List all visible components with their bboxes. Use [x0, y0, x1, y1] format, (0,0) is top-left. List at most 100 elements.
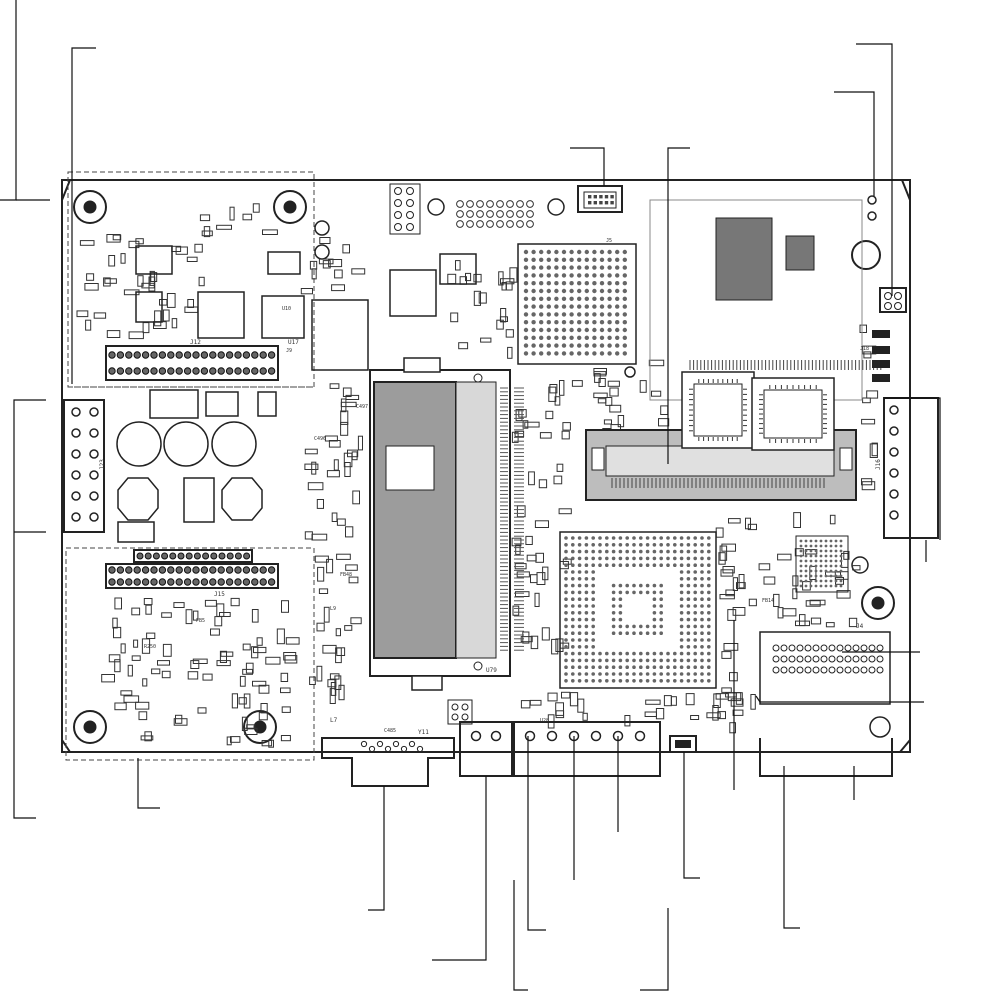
- smd-part: [607, 380, 620, 387]
- bga-ball: [571, 651, 575, 656]
- bga-ball: [700, 617, 704, 622]
- bga-ball: [814, 544, 818, 548]
- smd-part: [738, 574, 745, 589]
- bga-ball: [707, 624, 711, 629]
- smd-part: [732, 577, 738, 592]
- bga-ball: [707, 536, 711, 540]
- leader-br-connector-a: [783, 766, 800, 929]
- bga-ball: [666, 658, 670, 663]
- smd-part: [137, 275, 144, 287]
- smd-part: [135, 701, 150, 710]
- bga-ball: [561, 249, 567, 255]
- bga-ball: [799, 549, 803, 553]
- header-pin: [210, 552, 218, 560]
- bga-ball: [554, 249, 559, 255]
- connector-pin: [860, 644, 868, 652]
- bga-ball: [546, 288, 551, 294]
- db-pin: [376, 740, 384, 748]
- bga-ball: [577, 577, 582, 581]
- bga-ball: [645, 563, 650, 567]
- smd-part: [142, 322, 150, 334]
- bga-ball: [577, 265, 582, 270]
- label-j12: J12: [190, 339, 201, 346]
- smd-part: [522, 631, 530, 644]
- bga-ball: [569, 304, 574, 309]
- left-terminal-block: J23: [63, 399, 106, 533]
- smd-part: [244, 727, 258, 736]
- bga-ball: [592, 327, 597, 333]
- bga-ball: [564, 645, 568, 649]
- smd-part: [335, 628, 342, 637]
- db-pin: [360, 740, 368, 748]
- bga-ball: [622, 288, 627, 294]
- header-pin: [217, 367, 225, 375]
- bga-ball: [693, 665, 697, 669]
- smd-part: [344, 625, 353, 631]
- mounting-hole: [243, 710, 277, 744]
- bga-ball: [693, 658, 697, 663]
- bga-ball: [591, 617, 595, 622]
- bga-ball: [584, 543, 589, 547]
- bga-ball: [611, 597, 616, 601]
- smd-part: [825, 571, 841, 577]
- bga-ball: [571, 679, 575, 683]
- pin-pad: [516, 210, 524, 218]
- bga-ball: [561, 351, 567, 356]
- bga-ball: [819, 569, 823, 573]
- smd-part: [142, 678, 148, 687]
- bga-ball: [592, 273, 597, 278]
- smd-part: [505, 329, 514, 338]
- bga-ball: [686, 549, 691, 554]
- smd-part: [93, 312, 107, 319]
- bga-ball: [707, 617, 711, 622]
- bga-ball: [686, 611, 691, 615]
- bga-ball: [834, 584, 838, 588]
- bga-ball: [554, 351, 559, 356]
- bga-ball: [577, 645, 582, 649]
- terminal-pin: [889, 405, 899, 415]
- bga-ball: [592, 296, 597, 301]
- bga-ball: [707, 672, 711, 676]
- smd-part: [190, 660, 200, 669]
- bga-ball: [554, 265, 559, 270]
- smd-part: [261, 740, 273, 747]
- connector-pin: [804, 655, 812, 663]
- bga-ball: [645, 631, 650, 635]
- smd-part: [465, 272, 472, 282]
- mounting-hole: [73, 190, 107, 224]
- smd-part: [534, 520, 550, 528]
- bga-ball: [577, 549, 582, 554]
- smd-part: [262, 229, 278, 235]
- bga-ball: [539, 327, 544, 333]
- bga-ball: [686, 543, 691, 547]
- bga-ball: [659, 611, 663, 615]
- label-fb48: FB48: [340, 572, 352, 578]
- bga-ball: [577, 658, 582, 663]
- label-l9: L9: [330, 606, 336, 612]
- bga-ball: [618, 597, 623, 601]
- header-pin: [167, 351, 175, 359]
- bga-ball: [639, 543, 643, 547]
- bga-ball: [645, 590, 650, 595]
- bga-ball: [707, 645, 711, 649]
- smd-part: [185, 609, 193, 625]
- bga-ball: [605, 549, 609, 554]
- bga-ball: [804, 574, 808, 578]
- bga-ball: [569, 249, 574, 255]
- mounting-hole: [273, 190, 307, 224]
- smd-part: [515, 544, 521, 555]
- bga-ball: [679, 549, 684, 554]
- smd-part: [862, 397, 871, 404]
- bga-ball: [598, 563, 602, 567]
- smd-part: [345, 526, 354, 538]
- header-pin: [259, 367, 267, 375]
- bga-ball: [819, 574, 823, 578]
- bga-ball: [611, 672, 616, 676]
- bga-ball: [799, 584, 803, 588]
- bga-ball: [577, 617, 582, 622]
- leader-right-2: [755, 695, 924, 703]
- bga-ball: [539, 312, 544, 317]
- pin-pad: [496, 220, 504, 228]
- bga-ball: [814, 559, 818, 563]
- bga-ball: [584, 590, 589, 595]
